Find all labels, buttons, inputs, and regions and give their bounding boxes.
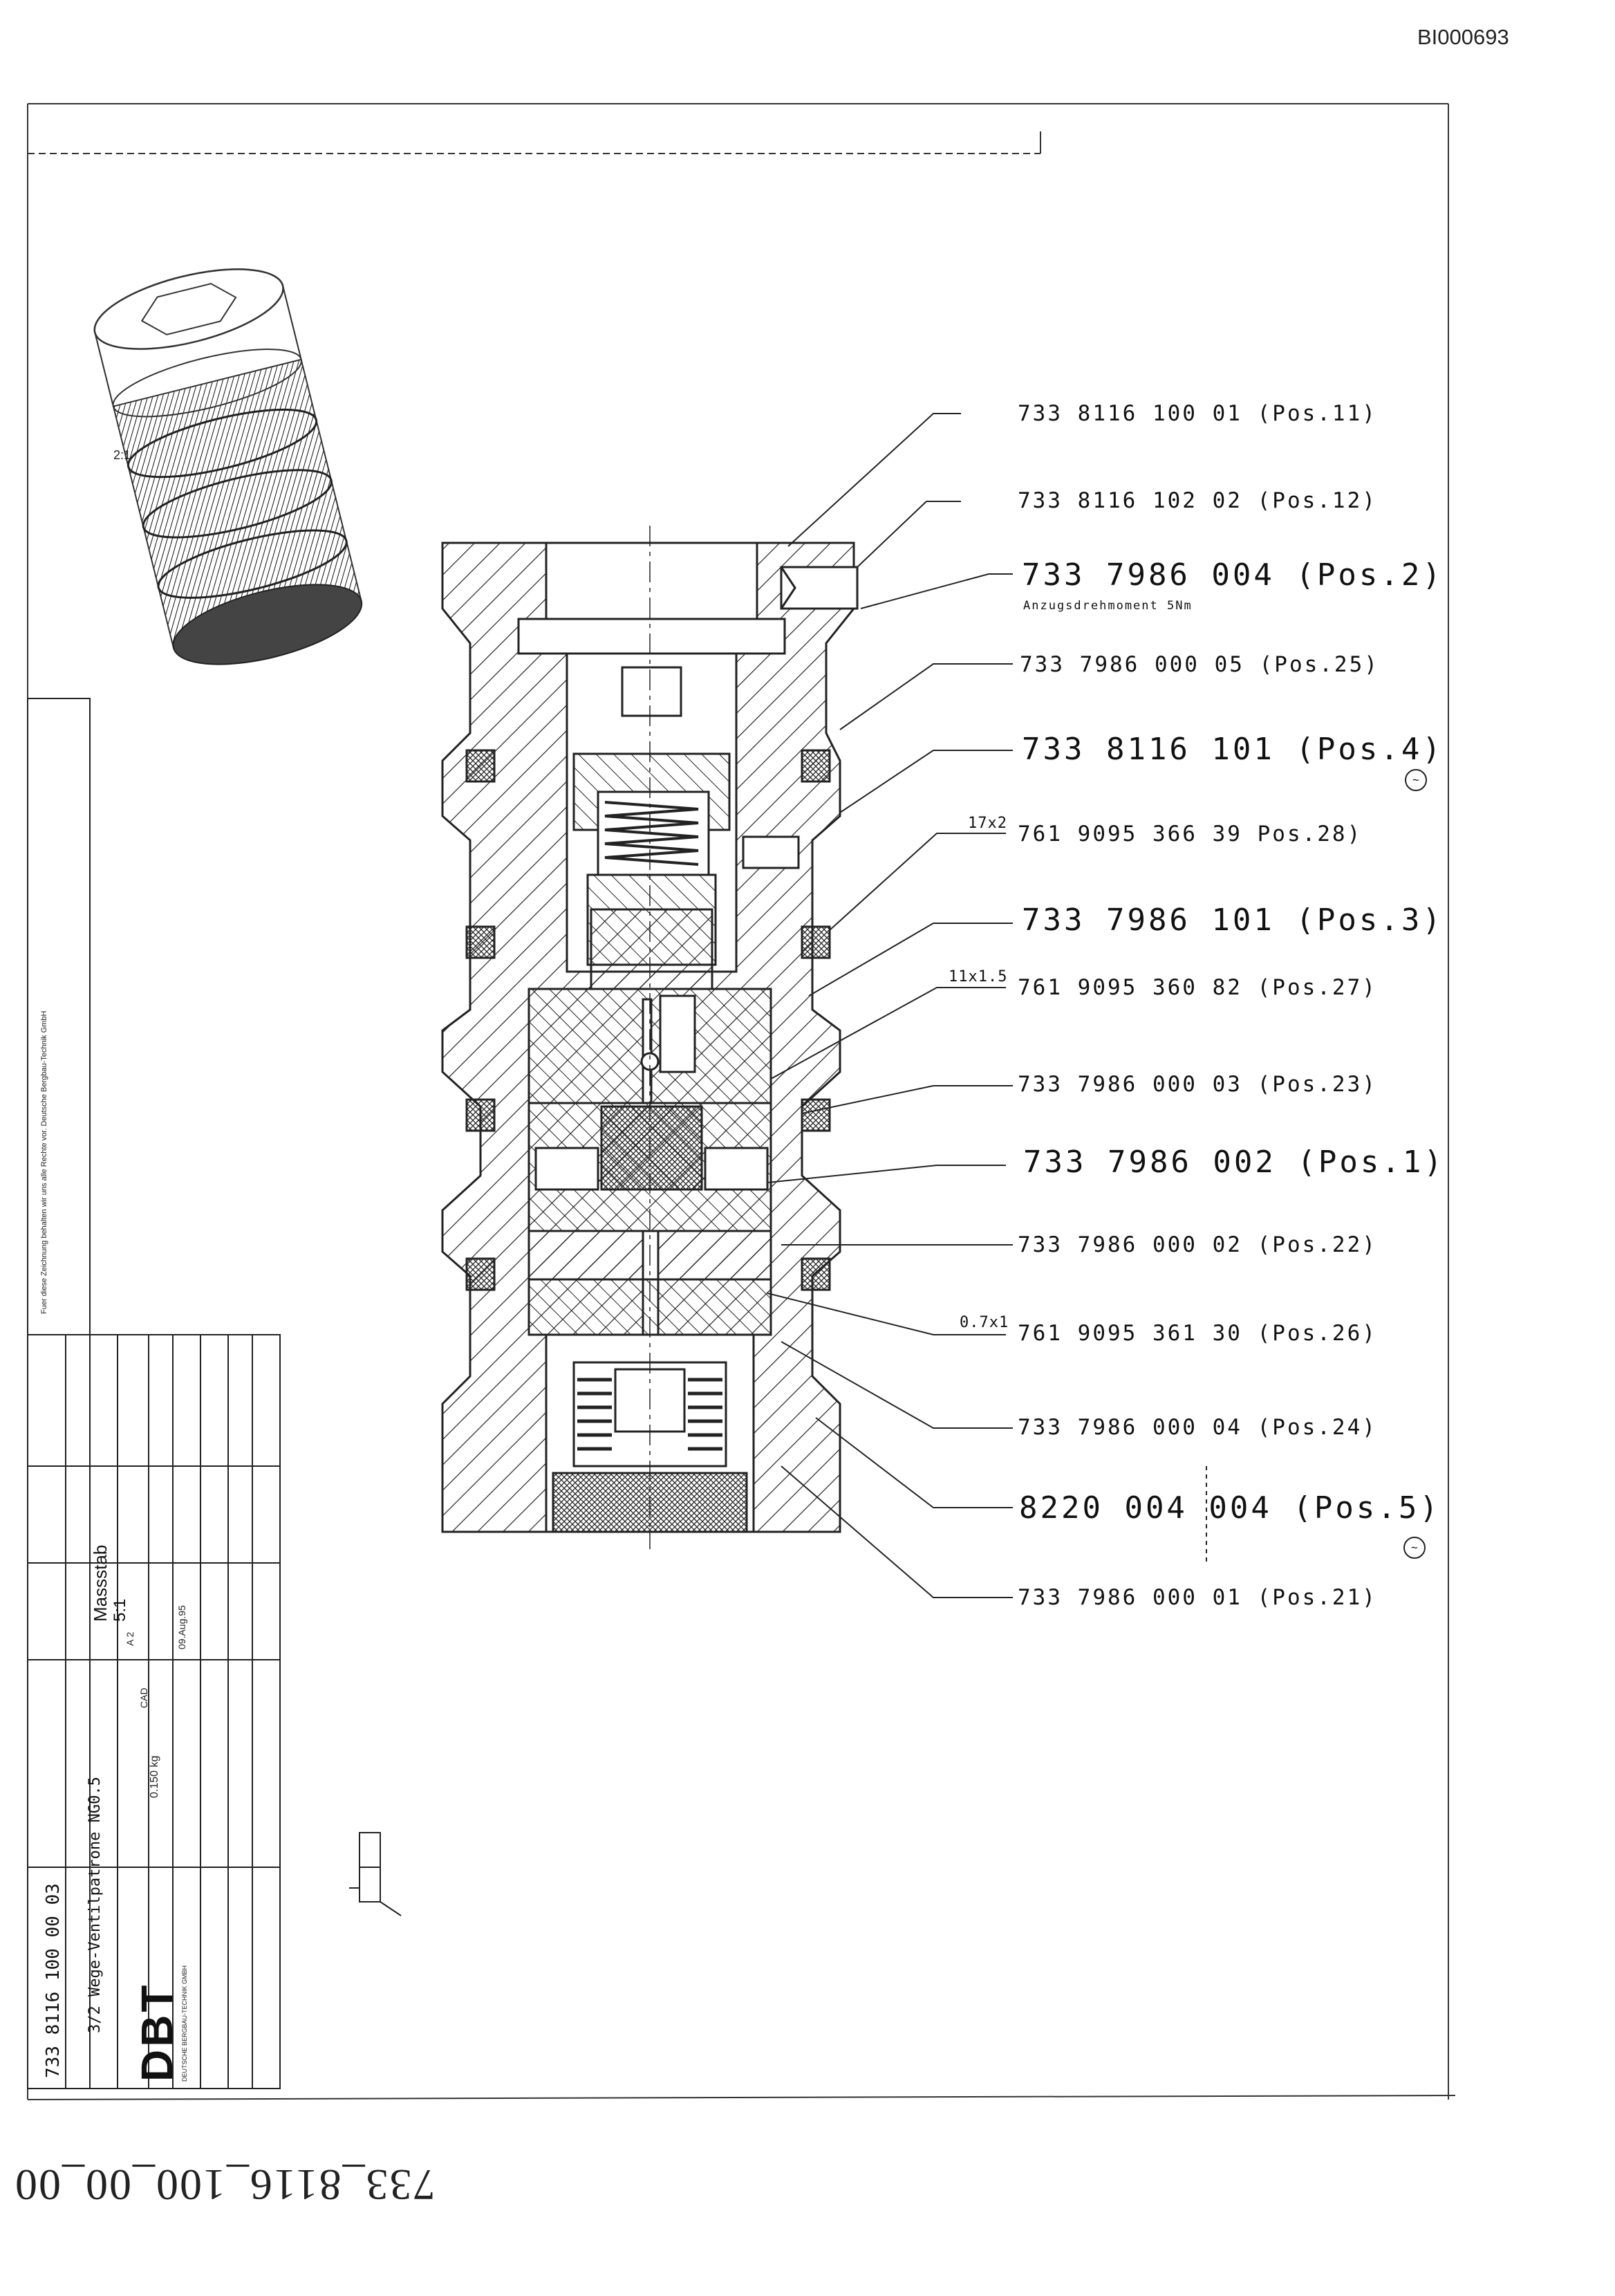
isometric-scale-note: 2:1: [113, 448, 131, 462]
valve-cross-section: [441, 526, 859, 1549]
leader-lines: [767, 413, 1207, 1598]
drawing-number: 733 8116 100 00 03: [43, 1883, 64, 2078]
torque-note: Anzugsdrehmoment 5Nm: [1023, 599, 1193, 613]
callout-pos3: 733 7986 101 (Pos.3): [1022, 902, 1444, 938]
title-block-grid: [27, 698, 281, 2089]
callout-pos27-prefix: 11x1.5: [949, 968, 1008, 985]
protection-note: Fuer diese Zeichnung behalten wir uns al…: [40, 1010, 48, 1314]
date-value: 09.Aug.95: [176, 1605, 187, 1649]
format-value: A 2: [124, 1631, 136, 1646]
revision-mark-icon: ~: [1405, 769, 1427, 791]
callout-pos28: 761 9095 366 39 Pos.28): [1018, 822, 1363, 846]
cad-label: CAD: [138, 1687, 149, 1708]
valve-symbol: [349, 1832, 402, 1916]
callout-pos26-prefix: 0.7x1: [960, 1314, 1009, 1331]
callout-pos22: 733 7986 000 02 (Pos.22): [1018, 1232, 1377, 1257]
callout-pos2: 733 7986 004 (Pos.2): [1022, 557, 1444, 593]
callout-pos27: 761 9095 360 82 (Pos.27): [1018, 975, 1377, 1000]
company-subtitle: DEUTSCHE BERGBAU-TECHNIK GMBH: [181, 1965, 188, 2082]
callout-pos24: 733 7986 000 04 (Pos.24): [1018, 1415, 1377, 1440]
callout-pos28-prefix: 17x2: [968, 815, 1007, 832]
callout-pos25: 733 7986 000 05 (Pos.25): [1020, 652, 1379, 677]
document-id: BI000693: [1417, 25, 1509, 49]
isometric-view: [93, 268, 363, 665]
callout-pos26: 761 9095 361 30 (Pos.26): [1018, 1321, 1377, 1346]
company-logo: DBT: [132, 1982, 182, 2082]
callout-pos1: 733 7986 002 (Pos.1): [1023, 1145, 1445, 1180]
callout-pos21: 733 7986 000 01 (Pos.21): [1018, 1585, 1377, 1610]
callout-pos23: 733 7986 000 03 (Pos.23): [1018, 1072, 1377, 1097]
revision-mark-icon: ~: [1403, 1537, 1426, 1559]
scale-value: 5:1: [111, 1598, 129, 1622]
callout-pos5: 8220 004 004 (Pos.5): [1019, 1490, 1441, 1526]
callout-pos11: 733 8116 100 01 (Pos.11): [1018, 401, 1377, 426]
mirrored-drawing-number: 733_8116_100_00_00: [14, 2160, 436, 2210]
drawing-title: 3/2 Wege-Ventilpatrone NG0.5: [86, 1777, 104, 2033]
scale-label: Massstab: [90, 1544, 111, 1622]
mass-value: 0.150 kg: [149, 1755, 160, 1798]
callout-pos4: 733 8116 101 (Pos.4): [1022, 732, 1444, 767]
callout-pos12: 733 8116 102 02 (Pos.12): [1018, 488, 1377, 513]
